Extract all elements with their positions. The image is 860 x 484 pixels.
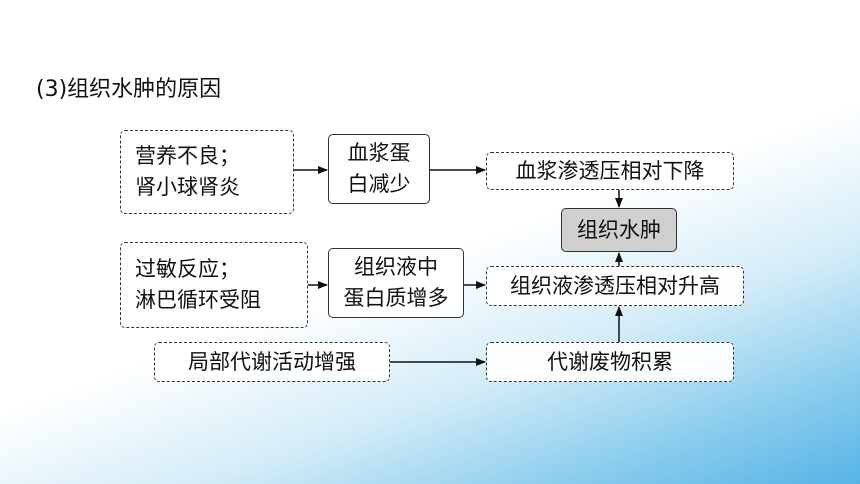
box-line: 淋巴循环受阻	[135, 288, 261, 312]
box-line: 血浆蛋	[347, 141, 411, 165]
box-line: 组织水肿	[577, 217, 661, 242]
box-line: 局部代谢活动增强	[188, 349, 356, 374]
box-plasma-osmotic-pressure-down: 血浆渗透压相对下降	[486, 152, 734, 190]
box-line: 血浆渗透压相对下降	[515, 158, 705, 183]
box-local-metabolism-increase: 局部代谢活动增强	[154, 342, 390, 382]
box-line: 组织液渗透压相对升高	[510, 273, 720, 298]
box-metabolic-waste-accumulation: 代谢废物积累	[486, 342, 734, 382]
box-line: 组织液中	[354, 255, 438, 279]
box-line: 蛋白质增多	[343, 286, 449, 310]
box-line: 过敏反应；	[135, 257, 240, 281]
box-malnutrition-nephritis: 营养不良； 肾小球肾炎	[120, 130, 294, 214]
section-heading: (3)组织水肿的原因	[36, 77, 222, 102]
box-line: 白减少	[347, 172, 411, 196]
box-tissue-fluid-osmotic-pressure-up: 组织液渗透压相对升高	[486, 266, 744, 306]
box-line: 代谢废物积累	[547, 349, 673, 374]
box-line: 营养不良；	[135, 144, 240, 168]
box-tissue-fluid-protein-increase: 组织液中 蛋白质增多	[328, 248, 464, 318]
box-plasma-protein-decrease: 血浆蛋 白减少	[328, 134, 430, 204]
box-allergy-lymph-blocked: 过敏反应； 淋巴循环受阻	[120, 242, 308, 328]
box-tissue-edema: 组织水肿	[561, 208, 677, 252]
box-line: 肾小球肾炎	[135, 175, 240, 199]
